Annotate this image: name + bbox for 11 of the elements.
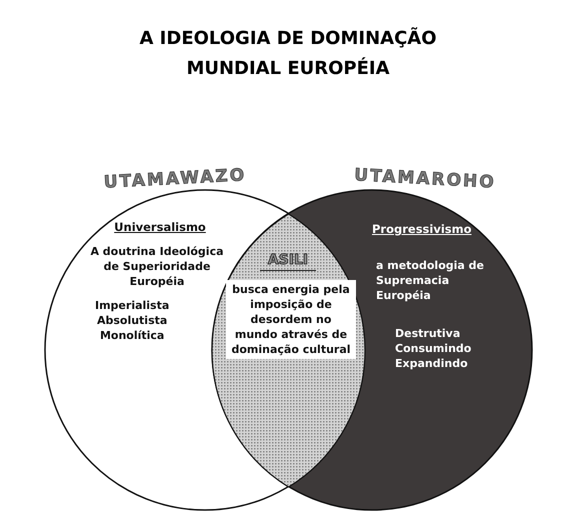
- description-text: A doutrina Ideológica de Superioridade Européia: [89, 244, 225, 289]
- circle-label: UTAMAWAZO: [102, 164, 248, 194]
- description-text: busca energia pela imposição de desordem no mundo através de dominação cultural: [226, 280, 356, 359]
- trait-list: Destrutiva Consumindo Expandindo: [395, 326, 472, 371]
- description-text: a metodologia de Supremacia Européia: [376, 258, 485, 303]
- trait-list: Imperialista Absolutista Monolítica: [95, 298, 170, 343]
- title: A IDEOLOGIA DE DOMINAÇÃO MUNDIAL EUROPÉIA: [138, 26, 438, 81]
- section-heading: Universalismo: [113, 220, 207, 235]
- circle-label: UTAMAROHO: [352, 164, 498, 194]
- overlap-label: ASILI: [260, 250, 316, 271]
- section-heading: Progressivismo: [372, 222, 473, 237]
